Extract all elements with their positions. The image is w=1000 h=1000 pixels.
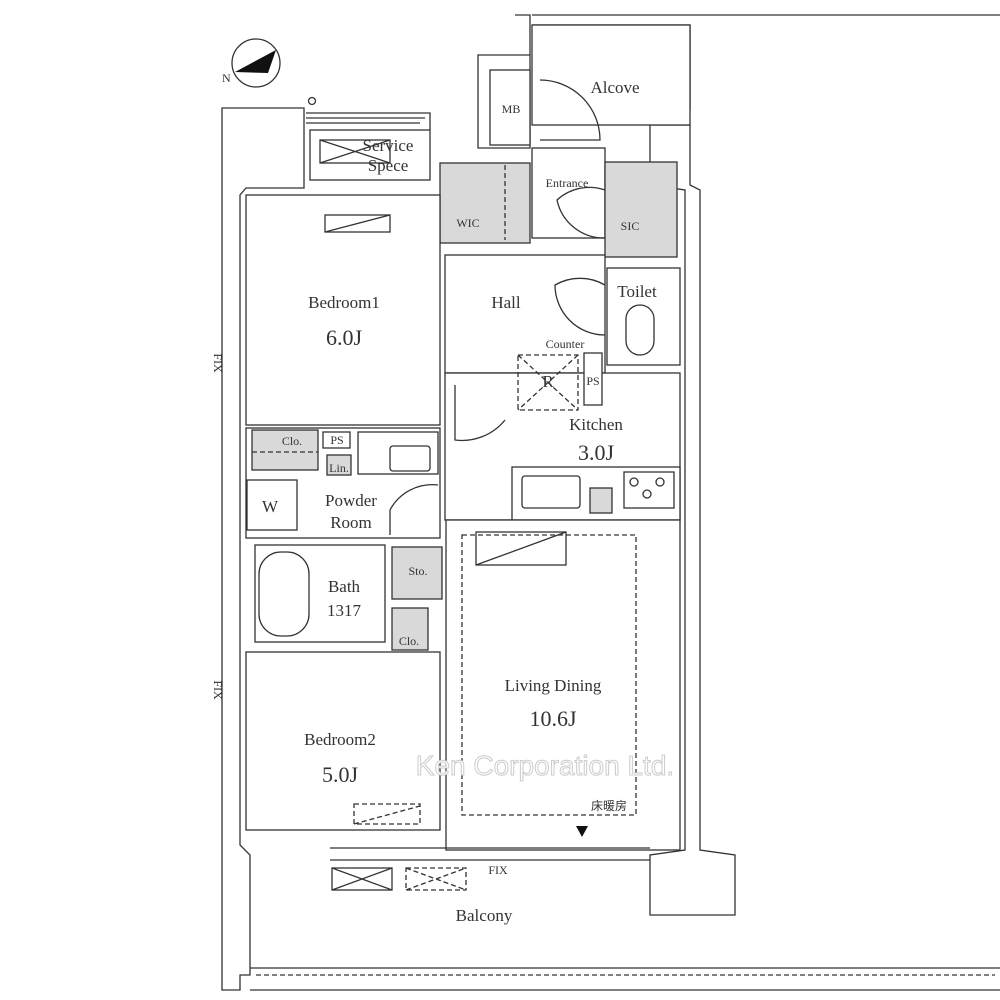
bedroom2-label: Bedroom2 xyxy=(304,730,376,749)
kitchen-label: Kitchen xyxy=(569,415,623,434)
closet1-label: Clo. xyxy=(282,434,302,448)
living-dining xyxy=(445,519,681,851)
storage-label: Sto. xyxy=(408,564,427,578)
closet2-label: Clo. xyxy=(399,634,419,648)
service-space-label: Service xyxy=(363,136,414,155)
bedroom1-size: 6.0J xyxy=(326,325,363,350)
bedroom2 xyxy=(245,651,441,831)
fix-label-left-upper: FIX xyxy=(211,353,225,373)
counter-label: Counter xyxy=(546,337,585,351)
toilet-label: Toilet xyxy=(617,282,657,301)
bathtub-icon xyxy=(258,551,310,637)
washbasin-icon xyxy=(389,445,431,472)
bedroom1-label: Bedroom1 xyxy=(308,293,380,312)
fix-label-left-lower: FIX xyxy=(211,680,225,700)
linen-label: Lin. xyxy=(329,461,349,475)
entrance xyxy=(531,147,606,239)
balcony-label: Balcony xyxy=(456,906,513,925)
marker-circle xyxy=(307,96,317,106)
toilet xyxy=(606,267,681,366)
meter-box xyxy=(489,69,531,146)
hall xyxy=(444,254,606,374)
sic xyxy=(604,161,678,258)
sink-icon xyxy=(521,475,581,509)
refrigerator-label: R xyxy=(542,372,554,391)
living-dining-label: Living Dining xyxy=(505,676,602,695)
storage xyxy=(391,546,443,600)
powder-room-label: Powder xyxy=(325,491,377,510)
wic xyxy=(439,162,531,244)
ps1-label: PS xyxy=(586,374,599,388)
service-space xyxy=(309,129,431,181)
closet2 xyxy=(391,607,429,651)
bath xyxy=(254,544,386,643)
ps2-label: PS xyxy=(330,433,343,447)
bath-size: 1317 xyxy=(327,601,362,620)
refrigerator-space xyxy=(517,354,579,411)
closet1 xyxy=(251,429,319,471)
alcove-label: Alcove xyxy=(590,78,639,97)
entrance-label: Entrance xyxy=(546,176,589,190)
sic-label: SIC xyxy=(621,219,640,233)
wic-label: WIC xyxy=(456,216,479,230)
bath-label: Bath xyxy=(328,577,361,596)
alcove xyxy=(531,24,691,126)
compass-icon: N xyxy=(222,38,281,88)
fix-label-bottom: FIX xyxy=(488,863,508,877)
washer-label: W xyxy=(262,497,279,516)
room-labels: Alcove MB Service Spece Entrance WIC SIC… xyxy=(211,78,657,925)
bedroom2-size: 5.0J xyxy=(322,762,359,787)
floor-heating-label: 床暖房 xyxy=(591,798,627,813)
washer-icon xyxy=(246,479,298,531)
kitchen-size: 3.0J xyxy=(578,440,615,465)
mb-label: MB xyxy=(502,102,521,116)
floor-heating-area xyxy=(461,534,637,816)
service-space-label-2: Spece xyxy=(368,156,409,175)
north-label: N xyxy=(222,71,231,85)
entry-arrow-icon xyxy=(576,826,588,837)
powder-room-label-2: Room xyxy=(330,513,372,532)
bedroom1 xyxy=(245,194,441,426)
living-dining-size: 10.6J xyxy=(529,706,577,731)
watermark: Ken Corporation Ltd. xyxy=(416,750,674,781)
hall-label: Hall xyxy=(491,293,521,312)
